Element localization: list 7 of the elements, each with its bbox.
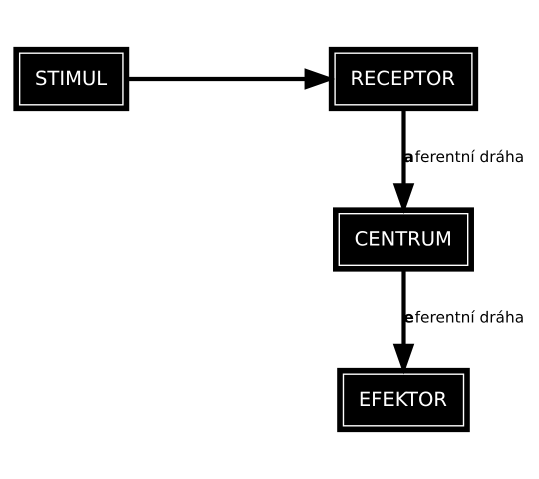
arrow (392, 270, 414, 374)
node-box: CENTRUM (333, 207, 474, 272)
arrow (129, 68, 336, 90)
node-box: RECEPTOR (328, 46, 478, 112)
node-box: STIMUL (13, 46, 130, 112)
node-box: EFEKTOR (337, 368, 470, 432)
arrow (392, 110, 414, 214)
